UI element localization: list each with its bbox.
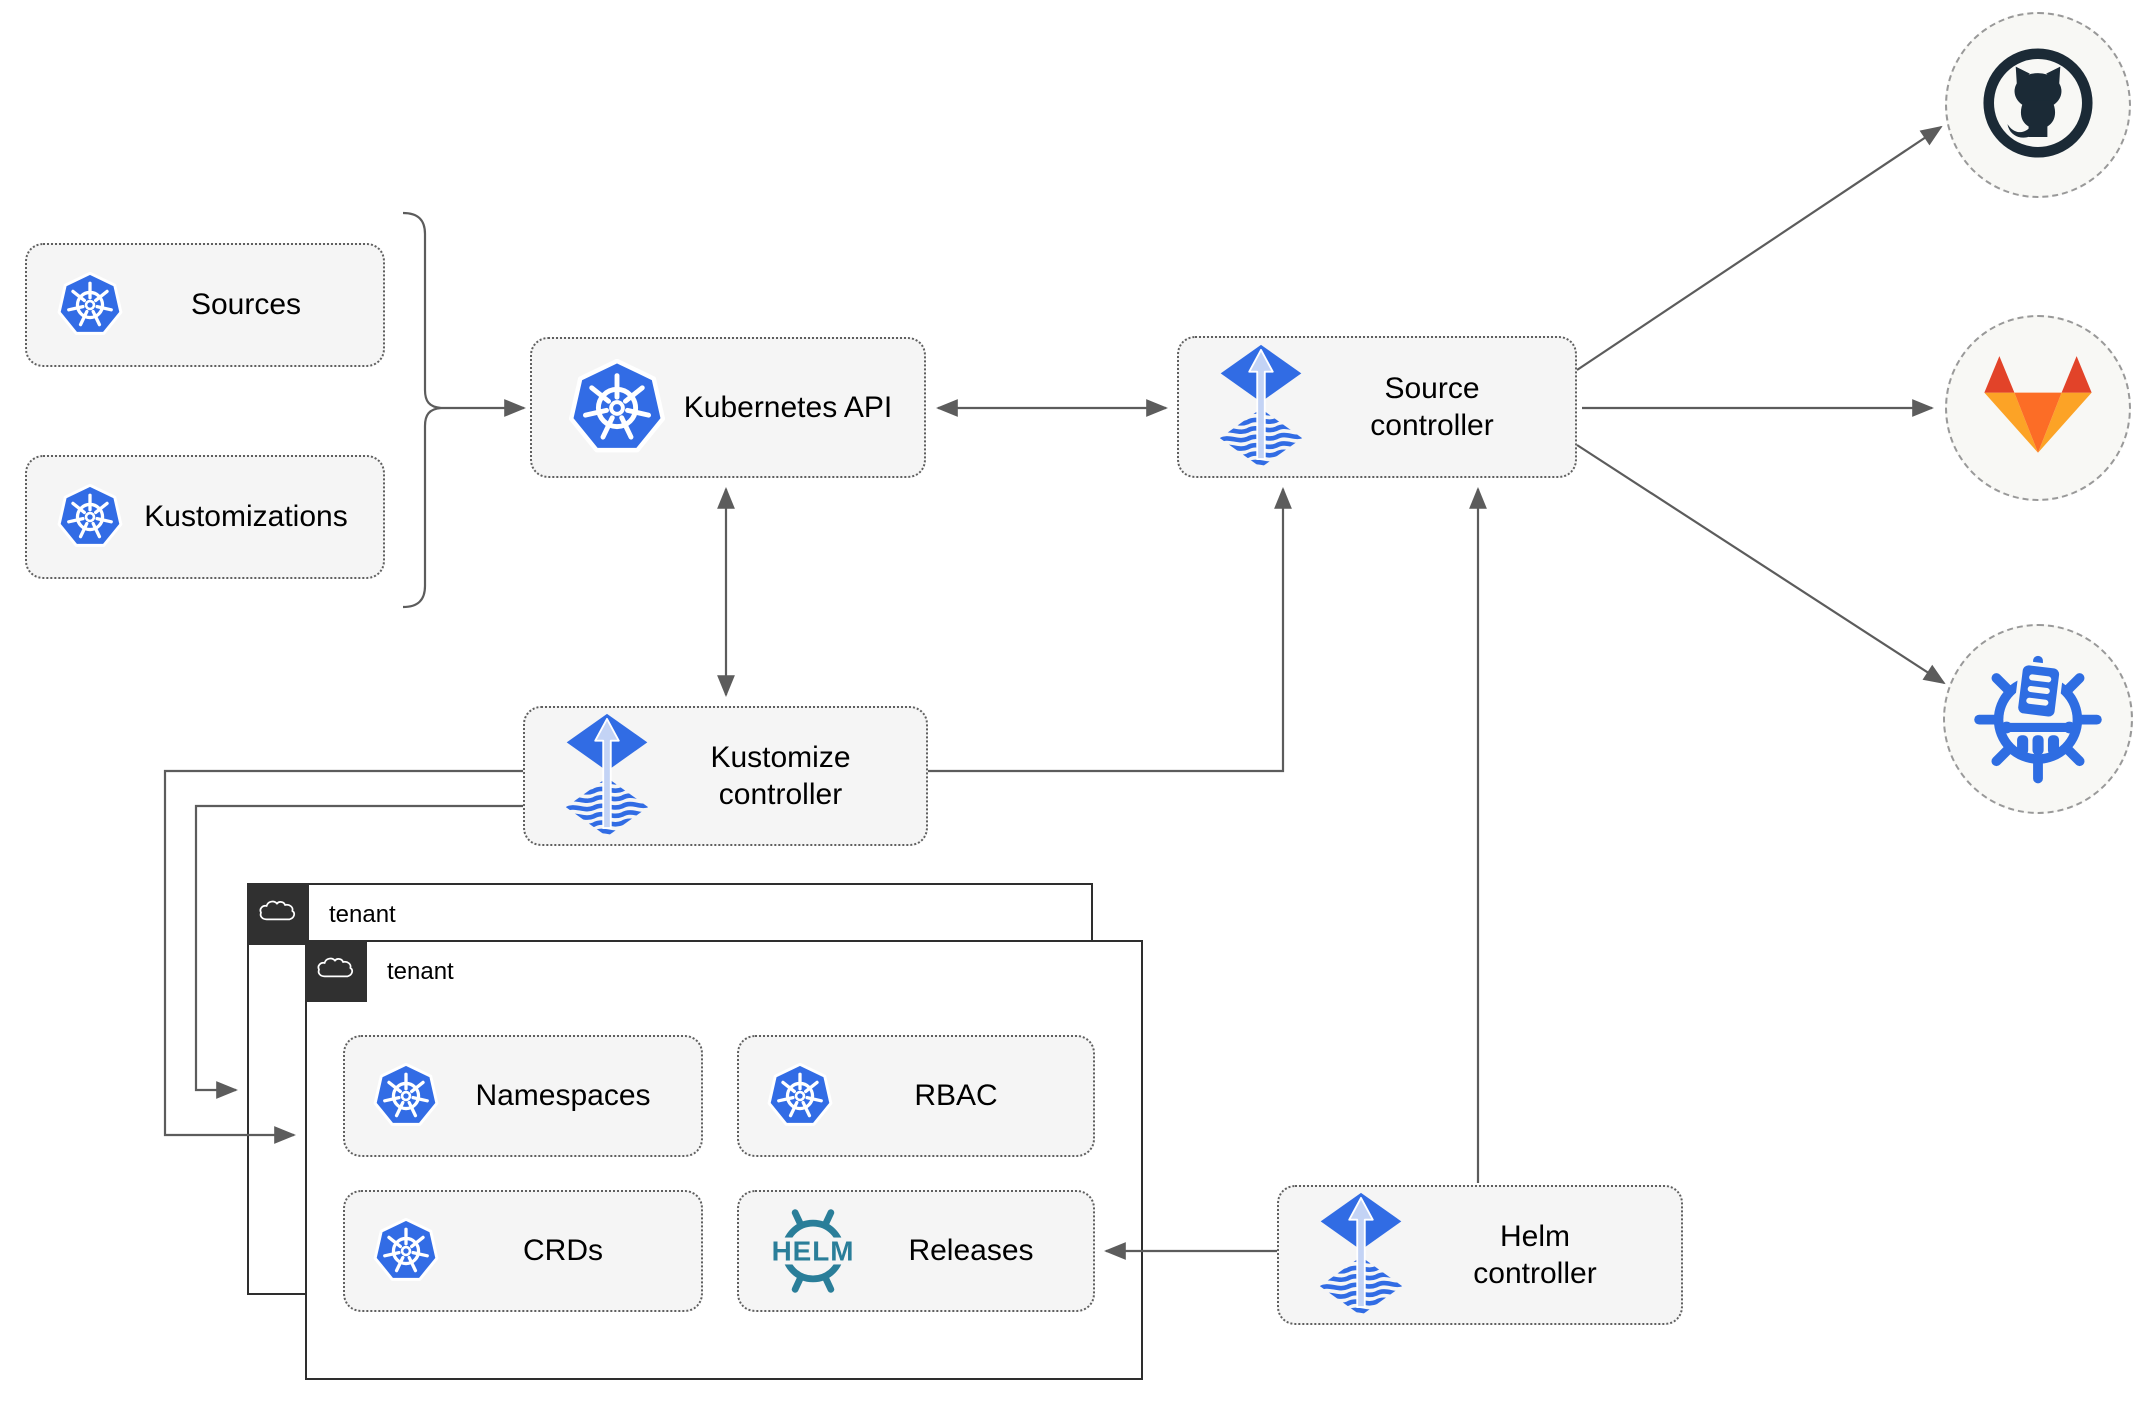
crds-node: CRDs: [343, 1190, 703, 1312]
kubernetes-api-node: Kubernetes API: [530, 337, 926, 478]
namespaces-label: Namespaces: [475, 1079, 651, 1113]
tenant-header: [305, 940, 367, 1002]
kustomize-controller-label: Kustomize controller: [710, 740, 851, 812]
kubernetes-icon: [373, 1063, 439, 1129]
flux-icon: [565, 712, 649, 840]
tenant-label: tenant: [387, 958, 454, 985]
tenant-label: tenant: [329, 901, 396, 928]
helm-wheel-icon: HELM: [763, 1201, 863, 1301]
releases-node: HELM Releases: [737, 1190, 1095, 1312]
kubernetes-icon: [57, 484, 123, 550]
cloud-icon: [258, 898, 298, 931]
sources-label: Sources: [190, 288, 302, 322]
chartmuseum-endpoint: [1943, 624, 2133, 814]
helm-chart-repository-icon: [1970, 649, 2106, 790]
svg-text:HELM: HELM: [772, 1236, 855, 1267]
sources-group-brace: [402, 211, 442, 609]
cloud-icon: [316, 955, 356, 988]
releases-label: Releases: [908, 1234, 1034, 1268]
edge-kustomize-to-source-controller: [928, 487, 1292, 773]
kustomize-controller-node: Kustomize controller: [523, 706, 928, 846]
helm-controller-label: Helm controller: [1473, 1219, 1597, 1291]
kubernetes-icon: [568, 358, 666, 457]
helm-controller-node: Helm controller: [1277, 1185, 1683, 1325]
edge-source-controller-to-chartmuseum: [1576, 444, 1946, 685]
kustomizations-label: Kustomizations: [144, 500, 348, 534]
edge-source-controller-to-github: [1576, 125, 1943, 371]
github-octocat-icon: [1977, 42, 2099, 169]
kubernetes-icon: [373, 1218, 439, 1284]
github-endpoint: [1945, 12, 2131, 198]
rbac-node: RBAC: [737, 1035, 1095, 1157]
rbac-label: RBAC: [914, 1079, 998, 1113]
sources-node: Sources: [25, 243, 385, 367]
kubernetes-api-label: Kubernetes API: [683, 390, 893, 424]
crds-label: CRDs: [523, 1234, 603, 1268]
gitlab-endpoint: [1945, 315, 2131, 501]
flux-icon: [1219, 343, 1303, 471]
kustomizations-node: Kustomizations: [25, 455, 385, 579]
flux-icon: [1319, 1191, 1403, 1319]
kubernetes-icon: [767, 1063, 833, 1129]
tenant-header: [247, 883, 309, 945]
namespaces-node: Namespaces: [343, 1035, 703, 1157]
source-controller-node: Source controller: [1177, 336, 1577, 478]
gitlab-tanuki-icon: [1982, 354, 2094, 462]
kubernetes-icon: [57, 272, 123, 338]
source-controller-label: Source controller: [1370, 371, 1494, 443]
tenant-box-front: tenant: [305, 940, 1143, 1380]
